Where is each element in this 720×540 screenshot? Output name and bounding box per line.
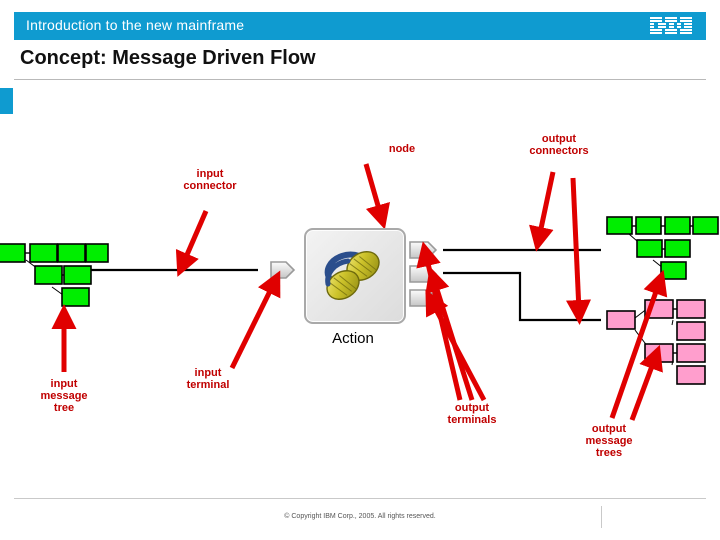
header-banner: Introduction to the new mainframe: [14, 12, 706, 40]
output-message-tree-pink: [606, 299, 706, 385]
footer-vertical-divider: [601, 506, 602, 528]
ibm-logo-icon: [650, 17, 692, 34]
page-title: Concept: Message Driven Flow: [20, 47, 316, 69]
action-node-box[interactable]: [304, 228, 406, 324]
compute-node-icon: [324, 251, 380, 300]
banner-title: Introduction to the new mainframe: [26, 17, 245, 33]
title-divider: [14, 79, 706, 80]
input-terminal-icon: [270, 261, 296, 279]
input-message-tree: [0, 243, 109, 307]
label-input-terminal: input terminal: [186, 367, 230, 391]
action-node-label: Action: [332, 330, 374, 347]
label-node: node: [388, 143, 416, 155]
label-output-terminals: output terminals: [447, 402, 497, 426]
label-input-message-tree: input message tree: [40, 378, 88, 414]
label-input-connector: input connector: [183, 168, 237, 192]
label-output-connectors: output connectors: [529, 133, 589, 157]
footer-copyright: © Copyright IBM Corp., 2005. All rights …: [284, 513, 436, 520]
footer-divider: [14, 498, 706, 499]
left-accent-tab: [0, 88, 13, 114]
label-output-message-trees: output message trees: [585, 423, 633, 459]
output-message-tree-green: [606, 216, 719, 280]
annotation-arrows: [51, 163, 668, 421]
